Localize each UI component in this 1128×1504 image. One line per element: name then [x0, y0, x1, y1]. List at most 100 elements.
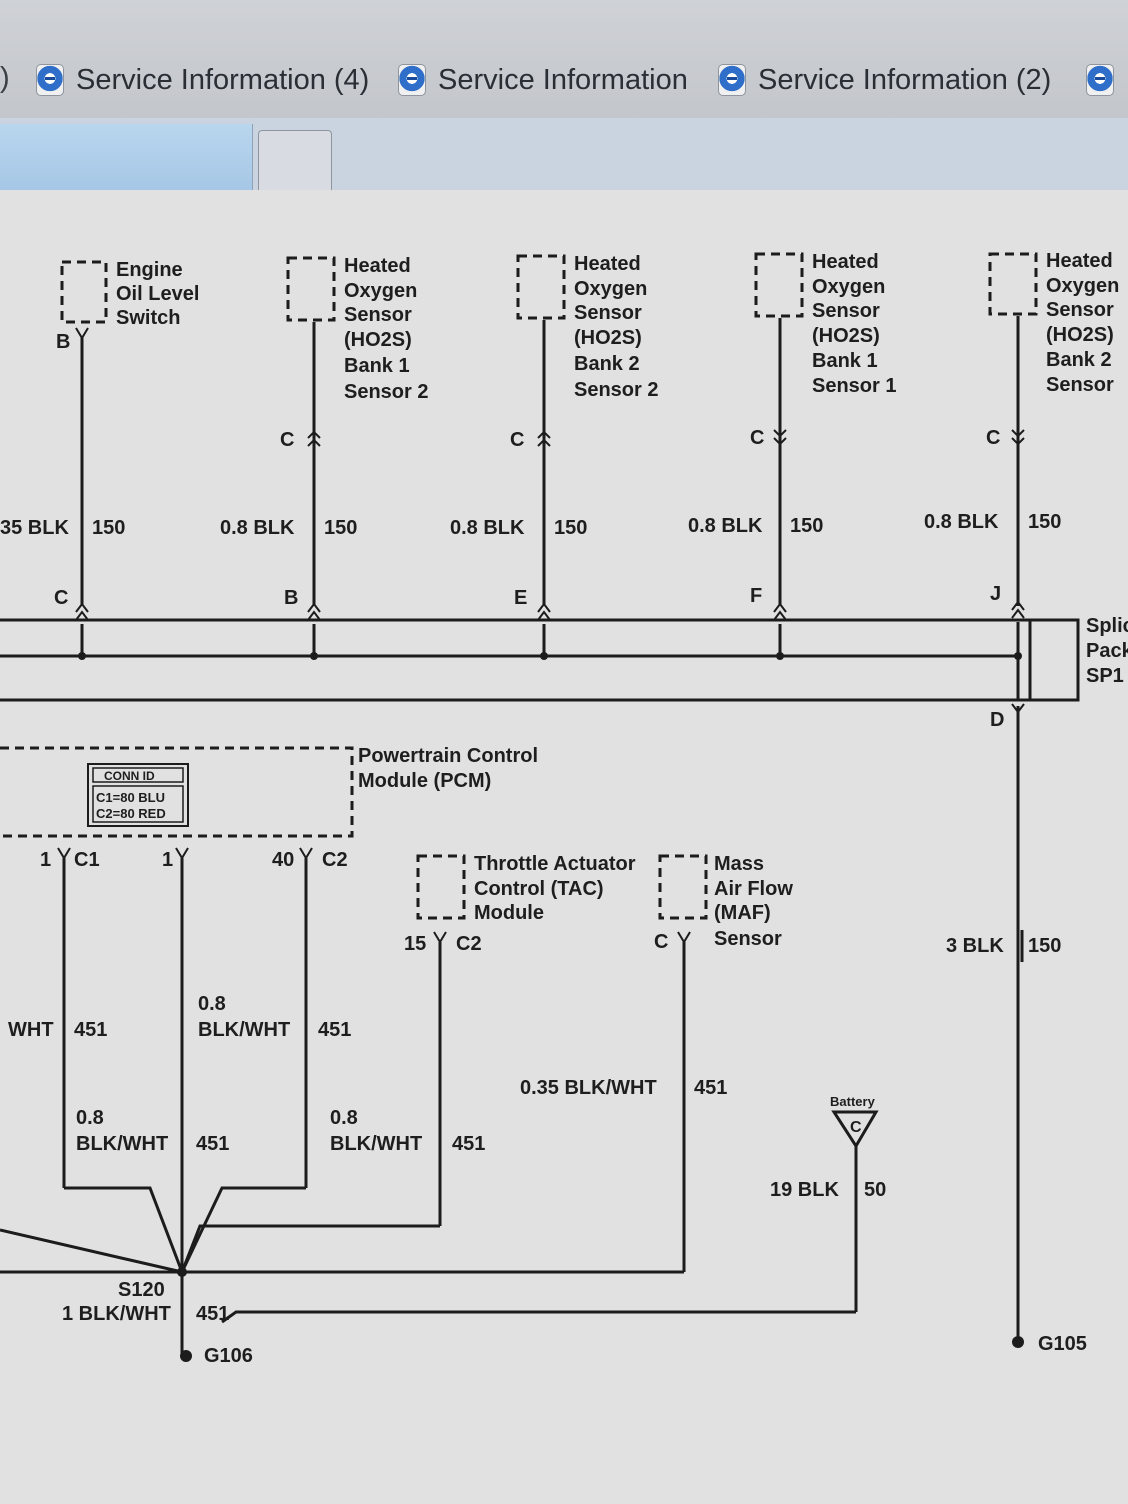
tab-partial[interactable]: [1086, 52, 1126, 108]
svg-text:Heated: Heated: [574, 253, 641, 275]
svg-text:Air Flow: Air Flow: [714, 878, 793, 900]
wire-spec-line: 0.8: [76, 1107, 104, 1129]
svg-text:(HO2S): (HO2S): [812, 325, 880, 347]
svg-text:Heated: Heated: [1046, 250, 1113, 272]
splice-label: S120: [118, 1279, 165, 1301]
tab-fragment: ): [0, 62, 10, 94]
tab-service-information-4[interactable]: Service Information (4): [36, 52, 369, 108]
conn-id-title: CONN ID: [104, 769, 155, 783]
svg-text:Powertrain Control: Powertrain Control: [358, 745, 538, 767]
active-panel: [0, 124, 253, 190]
svg-text:Sensor: Sensor: [344, 304, 412, 326]
pcm-pin: 1: [162, 849, 173, 871]
splice-pack-sp1: Splic Pack SP1: [0, 615, 1128, 702]
svg-text:Heated: Heated: [344, 255, 411, 277]
pin-label: C: [280, 429, 294, 451]
svg-text:Splic: Splic: [1086, 615, 1128, 637]
svg-text:Module: Module: [474, 902, 544, 924]
splice-pin: C: [54, 587, 68, 609]
wire-circuit: 150: [790, 515, 823, 537]
svg-text:Bank 2: Bank 2: [574, 353, 640, 375]
pcm-conn: C1: [74, 849, 100, 871]
wire-spec: WHT: [8, 1019, 54, 1041]
svg-text:Oxygen: Oxygen: [574, 278, 647, 300]
svg-text:(HO2S): (HO2S): [574, 327, 642, 349]
svg-text:Bank 2: Bank 2: [1046, 349, 1112, 371]
battery-symbol: Battery C: [830, 1094, 879, 1149]
wire-spec: 1 BLK/WHT: [62, 1303, 171, 1325]
svg-text:Sensor 1: Sensor 1: [812, 375, 896, 397]
tab-label: Service Information (2): [758, 63, 1052, 96]
splice-pin: B: [284, 587, 298, 609]
wire-spec-line: 0.8: [330, 1107, 358, 1129]
wire-circuit: 150: [1028, 935, 1061, 957]
wire-spec: 0.8 BLK: [450, 517, 525, 539]
mass-air-flow-sensor: Mass Air Flow (MAF) Sensor: [658, 853, 793, 950]
pin-label: C: [510, 429, 524, 451]
svg-text:Sensor: Sensor: [1046, 299, 1114, 321]
svg-text:Sensor: Sensor: [574, 302, 642, 324]
conn-id-row: C1=80 BLU: [96, 790, 165, 805]
svg-text:Oxygen: Oxygen: [812, 276, 885, 298]
throttle-actuator-control-module: Throttle Actuator Control (TAC) Module: [416, 853, 636, 924]
ho2s-bank1-sensor1: Heated Oxygen Sensor (HO2S) Bank 1 Senso…: [754, 251, 896, 397]
svg-text:Oil Level: Oil Level: [116, 283, 199, 305]
wire-spec: 0.8 BLK: [688, 515, 763, 537]
wire-spec: 0.8 BLK: [924, 511, 999, 533]
ground-symbol-g105: [1012, 1336, 1024, 1348]
ie-page-icon: [398, 64, 426, 96]
tab-label: Service Information (4): [76, 63, 370, 96]
wire-spec-line: BLK/WHT: [76, 1133, 168, 1155]
svg-text:Battery: Battery: [830, 1094, 876, 1109]
wiring-schematic: Engine Oil Level Switch Heated Oxygen Se…: [0, 250, 1128, 1367]
pcm-pin: 40: [272, 849, 294, 871]
ie-page-icon: [718, 64, 746, 96]
ho2s-bank2-sensor2: Heated Oxygen Sensor (HO2S) Bank 2 Senso…: [516, 253, 658, 401]
secondary-tab[interactable]: [258, 130, 332, 191]
wire-circuit: 50: [864, 1179, 886, 1201]
splice-pin: F: [750, 585, 762, 607]
svg-text:Pack: Pack: [1086, 640, 1128, 662]
tab-service-information-2[interactable]: Service Information (2): [718, 52, 1051, 108]
wire-circuit: 150: [324, 517, 357, 539]
wire-circuit: 451: [452, 1133, 485, 1155]
svg-text:Switch: Switch: [116, 307, 180, 329]
svg-text:Throttle Actuator: Throttle Actuator: [474, 853, 636, 875]
svg-text:Heated: Heated: [812, 251, 879, 273]
engine-oil-level-switch: Engine Oil Level Switch: [60, 259, 199, 329]
svg-text:Sensor: Sensor: [1046, 374, 1114, 396]
ground-label: G105: [1038, 1333, 1087, 1355]
maf-pin: C: [654, 931, 668, 953]
wire-circuit: 451: [196, 1133, 229, 1155]
svg-text:Oxygen: Oxygen: [1046, 275, 1119, 297]
pin-label: C: [750, 427, 764, 449]
svg-text:Sensor: Sensor: [714, 928, 782, 950]
wire-circuit: 451: [74, 1019, 107, 1041]
wire-circuit: 150: [554, 517, 587, 539]
wire-spec-line: 0.8: [198, 993, 226, 1015]
svg-text:SP1: SP1: [1086, 665, 1124, 687]
wire-spec: 0.8 BLK: [220, 517, 295, 539]
browser-tab-bar: ) Service Information (4) Service Inform…: [0, 0, 1128, 119]
conn-id-row: C2=80 RED: [96, 806, 166, 821]
svg-text:Mass: Mass: [714, 853, 764, 875]
ground-label: G106: [204, 1345, 253, 1367]
splice-pin: E: [514, 587, 527, 609]
svg-text:(HO2S): (HO2S): [344, 329, 412, 351]
wire-circuit: 150: [1028, 511, 1061, 533]
powertrain-control-module: Powertrain Control Module (PCM) CONN ID …: [0, 745, 538, 838]
svg-text:Sensor 2: Sensor 2: [344, 381, 428, 403]
wire-circuit: 150: [92, 517, 125, 539]
splice-pin: J: [990, 583, 1001, 605]
splice-out-pin: D: [990, 709, 1004, 731]
svg-text:Module (PCM): Module (PCM): [358, 770, 491, 792]
pcm-pin: 1: [40, 849, 51, 871]
svg-text:Sensor: Sensor: [812, 300, 880, 322]
svg-text:Control (TAC): Control (TAC): [474, 878, 604, 900]
svg-text:(MAF): (MAF): [714, 902, 771, 924]
svg-text:Oxygen: Oxygen: [344, 280, 417, 302]
pin-label: B: [56, 331, 70, 353]
ground-symbol-g106: [180, 1350, 192, 1362]
tab-service-information[interactable]: Service Information: [398, 52, 688, 108]
wire-spec: 0.35 BLK/WHT: [520, 1077, 657, 1099]
